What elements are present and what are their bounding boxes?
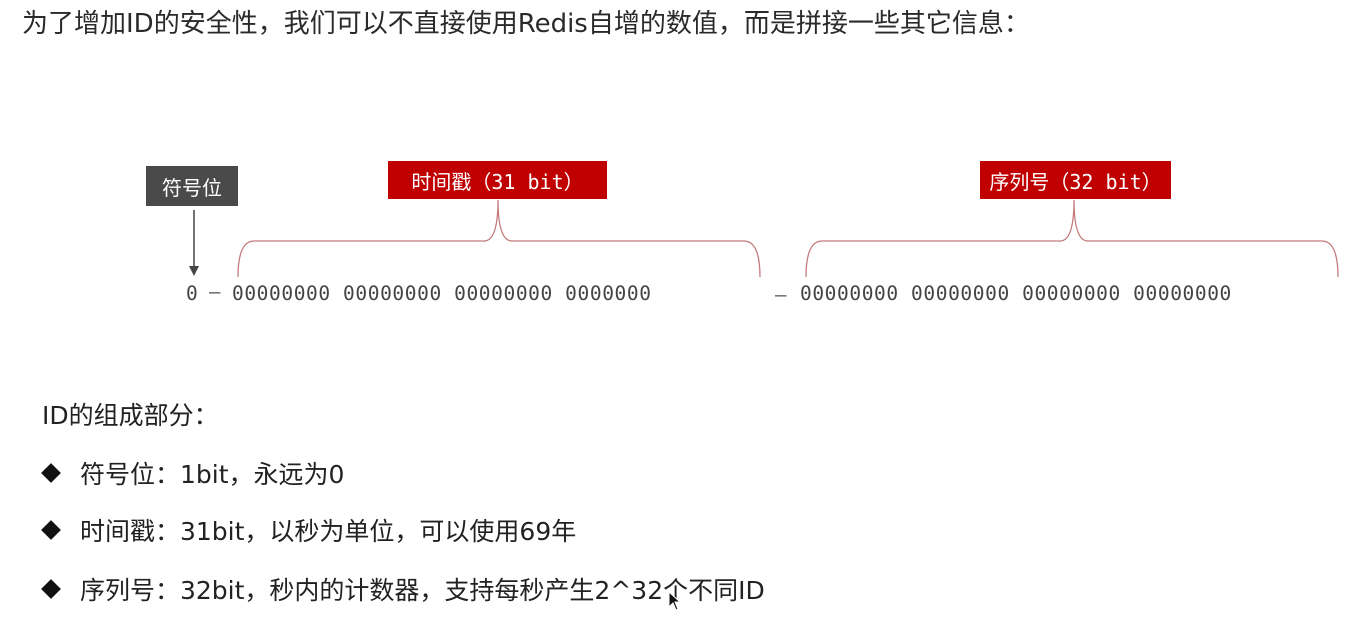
composition-title: ID的组成部分： xyxy=(42,401,219,430)
diamond-bullet-icon xyxy=(41,520,61,540)
sequence-bits: 00000000 00000000 00000000 00000000 xyxy=(800,282,1232,305)
sign-bit-label: 符号位 xyxy=(146,166,238,206)
list-item: 符号位：1bit，永远为0 xyxy=(40,455,344,491)
timestamp-bracket xyxy=(237,199,761,278)
timestamp-label: 时间戳（31 bit） xyxy=(388,161,607,199)
timestamp-bits: 00000000 00000000 00000000 0000000 xyxy=(232,282,652,305)
list-item-text: 序列号：32bit，秒内的计数器，支持每秒产生2^32个不同ID xyxy=(80,576,765,605)
sign-arrow-head xyxy=(189,266,199,276)
list-item-text: 符号位：1bit，永远为0 xyxy=(80,460,345,489)
sign-bit-value: 0 xyxy=(186,282,199,305)
separator-2: – xyxy=(775,284,787,306)
list-item-text: 时间戳：31bit，以秒为单位，可以使用69年 xyxy=(80,517,577,546)
sequence-label: 序列号（32 bit） xyxy=(980,161,1171,199)
intro-text: 为了增加ID的安全性，我们可以不直接使用Redis自增的数值，而是拼接一些其它信… xyxy=(22,9,1030,39)
mouse-cursor-icon xyxy=(668,591,682,611)
diamond-bullet-icon xyxy=(41,463,61,483)
sequence-bracket xyxy=(805,199,1339,278)
diamond-bullet-icon xyxy=(41,579,61,599)
list-item: 序列号：32bit，秒内的计数器，支持每秒产生2^32个不同ID xyxy=(40,571,765,607)
list-item: 时间戳：31bit，以秒为单位，可以使用69年 xyxy=(40,512,576,548)
separator-1: – xyxy=(209,281,221,303)
